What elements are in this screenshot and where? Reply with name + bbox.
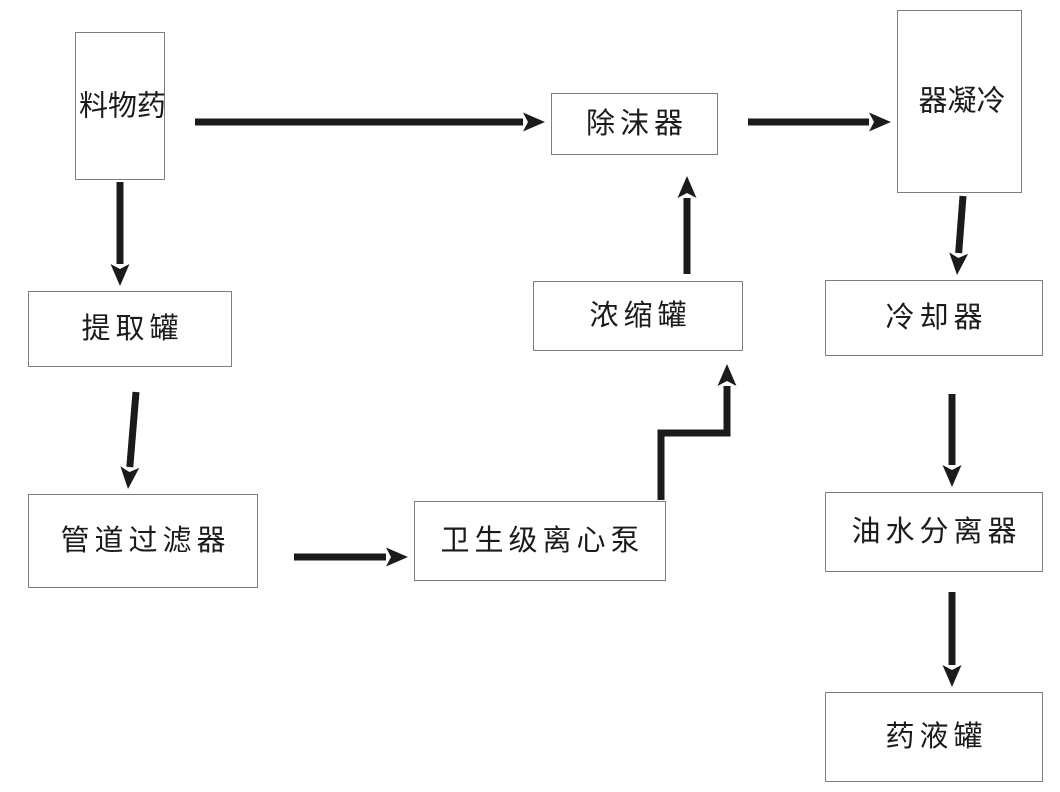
arrowhead-raw-to-demister (523, 112, 545, 132)
node-demister[interactable]: 除沫器 (551, 93, 718, 155)
arrowhead-demister-to-condenser (869, 112, 891, 132)
node-centrifugal-pump[interactable]: 卫生级离心泵 (414, 501, 666, 581)
arrowhead-raw-to-extraction (110, 264, 130, 286)
arrowhead-pump-to-concentrator (717, 364, 737, 386)
connector-raw-to-demister (195, 112, 545, 132)
node-raw-material[interactable]: 药 物 料 (74, 32, 167, 180)
node-label-pipeline-filter: 管道过滤器 (60, 523, 231, 558)
node-label-raw-material: 药 物 料 (74, 89, 167, 123)
node-label-liquid-tank: 药液罐 (885, 719, 988, 754)
arrowhead-concentrator-to-demister (677, 176, 697, 198)
connector-cooler-to-separator (942, 394, 962, 487)
connector-filter-to-pump (294, 547, 408, 567)
node-oil-water-sep[interactable]: 油水分离器 (825, 492, 1043, 572)
node-pipeline-filter[interactable]: 管道过滤器 (28, 494, 258, 588)
arrowhead-filter-to-pump (386, 547, 408, 567)
node-concentrator[interactable]: 浓缩罐 (533, 281, 743, 351)
arrowhead-condenser-to-cooler (949, 252, 969, 275)
connector-pump-to-concentrator (657, 364, 737, 500)
node-cooler[interactable]: 冷却器 (825, 280, 1043, 356)
node-label-cooler: 冷却器 (885, 300, 988, 335)
node-label-extraction-tank: 提取罐 (81, 311, 184, 346)
connector-extraction-to-filter (120, 391, 140, 489)
arrowhead-separator-to-tank (942, 665, 962, 687)
node-label-demister: 除沫器 (585, 106, 688, 141)
node-label-condenser: 冷 凝 器 (914, 85, 1006, 118)
node-label-oil-water-sep: 油水分离器 (851, 514, 1022, 549)
connector-condenser-to-cooler (949, 195, 969, 275)
arrowhead-cooler-to-separator (942, 465, 962, 487)
connector-concentrator-to-demister (677, 176, 697, 274)
connector-demister-to-condenser (748, 112, 891, 132)
node-extraction-tank[interactable]: 提取罐 (28, 291, 232, 367)
node-condenser[interactable]: 冷 凝 器 (897, 10, 1022, 193)
arrowhead-extraction-to-filter (120, 466, 140, 489)
node-label-concentrator: 浓缩罐 (589, 298, 692, 333)
connector-raw-to-extraction (110, 182, 130, 286)
node-label-centrifugal-pump: 卫生级离心泵 (440, 523, 645, 558)
node-liquid-tank[interactable]: 药液罐 (825, 692, 1043, 782)
connector-separator-to-tank (942, 592, 962, 687)
